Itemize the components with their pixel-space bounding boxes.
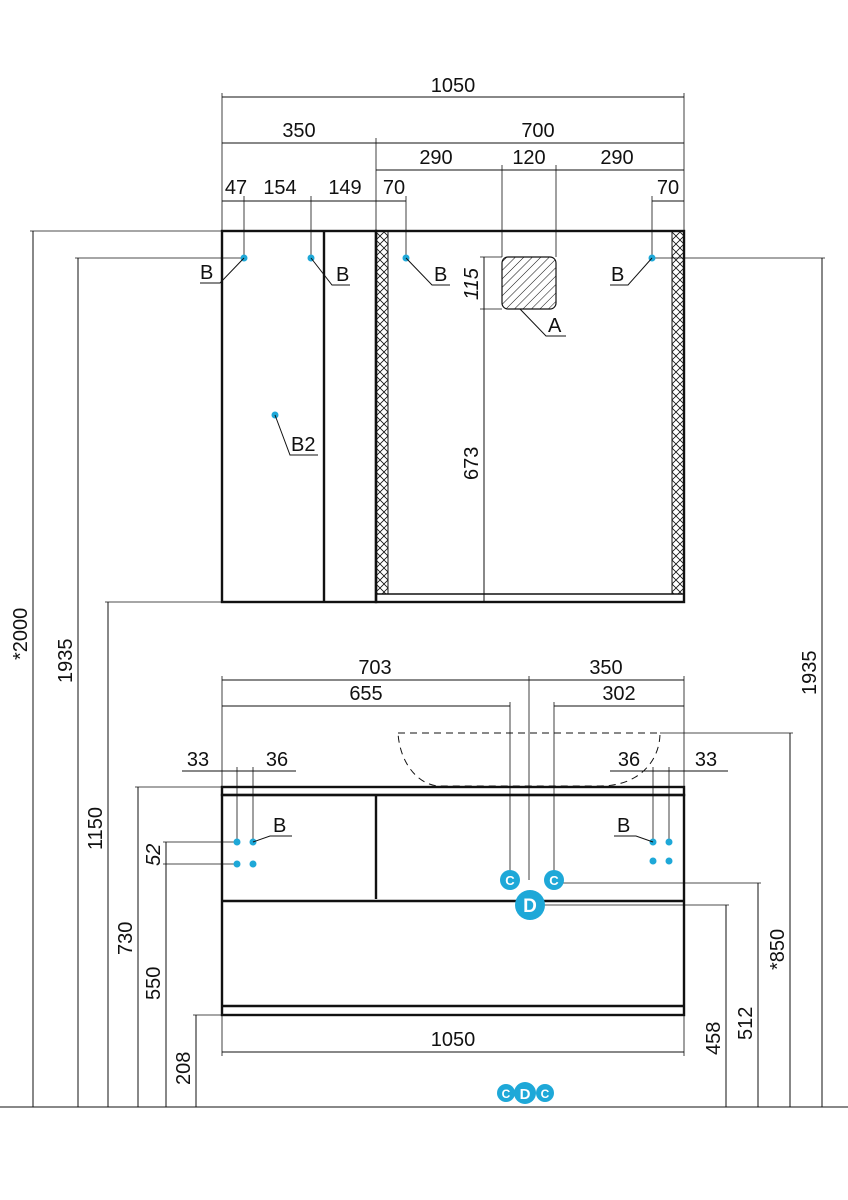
dim-lower-33-left: 33 <box>187 749 209 771</box>
label-b-1: B <box>200 262 213 284</box>
dim-lower-208: 208 <box>173 1052 195 1085</box>
dim-top-700: 700 <box>521 120 554 142</box>
dim-top-70-a: 70 <box>383 177 405 199</box>
socket-a <box>501 256 557 310</box>
dim-top-70-b: 70 <box>657 177 679 199</box>
marker-c-right <box>544 870 564 890</box>
marker-c-left <box>500 870 520 890</box>
dim-top-1050: 1050 <box>431 75 476 97</box>
label-b-5: B <box>273 815 286 837</box>
marker-c-right-label: C <box>549 873 559 888</box>
label-b2: B2 <box>291 434 315 456</box>
dim-mount-1935-right: 1935 <box>799 651 821 696</box>
dim-lower-703: 703 <box>358 657 391 679</box>
dim-top-47: 47 <box>225 177 247 199</box>
dim-lower-302: 302 <box>602 683 635 705</box>
basin-outline <box>397 732 661 787</box>
label-b-4: B <box>611 264 624 286</box>
dim-lower-36-right: 36 <box>618 749 640 771</box>
upper-cabinet <box>220 229 686 604</box>
dim-mount-1935-left: 1935 <box>55 639 77 684</box>
dim-lower-512: 512 <box>735 1007 757 1040</box>
dim-top-149: 149 <box>328 177 361 199</box>
dim-socket-673: 673 <box>461 447 483 480</box>
legend-d-label: D <box>520 1086 531 1103</box>
dim-lower-850: *850 <box>767 929 789 970</box>
dim-top-290-b: 290 <box>600 147 633 169</box>
legend-c-right <box>536 1084 554 1102</box>
dim-lower-52: 52 <box>143 844 165 866</box>
dim-socket-115: 115 <box>461 267 483 300</box>
dim-total-2000: *2000 <box>10 608 32 660</box>
lower-cabinet <box>220 785 686 1017</box>
legend-c-left <box>497 1084 515 1102</box>
dim-top-154: 154 <box>263 177 296 199</box>
connection-markers: C C D C D C <box>497 870 564 1104</box>
legend-d <box>514 1082 536 1104</box>
dim-lower-458: 458 <box>703 1022 725 1055</box>
label-a: A <box>548 315 562 337</box>
dim-lower-550: 550 <box>143 967 165 1000</box>
dim-top-350: 350 <box>282 120 315 142</box>
dimensions: 1050 350 700 290 120 290 47 154 149 70 7… <box>10 75 825 1107</box>
marker-c-left-label: C <box>505 873 515 888</box>
dim-top-290-a: 290 <box>419 147 452 169</box>
legend-c-right-label: C <box>541 1087 550 1101</box>
dim-lower-36-left: 36 <box>266 749 288 771</box>
dim-lower-655: 655 <box>349 683 382 705</box>
label-b-6: B <box>617 815 630 837</box>
fixing-points <box>233 254 673 868</box>
legend-c-left-label: C <box>502 1087 511 1101</box>
dim-top-120: 120 <box>512 147 545 169</box>
marker-d <box>515 890 545 920</box>
dim-lower-1050: 1050 <box>431 1029 476 1051</box>
marker-d-label: D <box>523 896 537 917</box>
label-b-2: B <box>336 264 349 286</box>
dim-lower-730: 730 <box>115 922 137 955</box>
label-b-3: B <box>434 264 447 286</box>
leaders <box>200 257 654 843</box>
dim-lower-33-right: 33 <box>695 749 717 771</box>
callout-labels: B B B B B2 A B B <box>200 262 630 837</box>
dim-mirror-bottom-1150: 1150 <box>85 807 107 850</box>
dim-lower-350: 350 <box>589 657 622 679</box>
